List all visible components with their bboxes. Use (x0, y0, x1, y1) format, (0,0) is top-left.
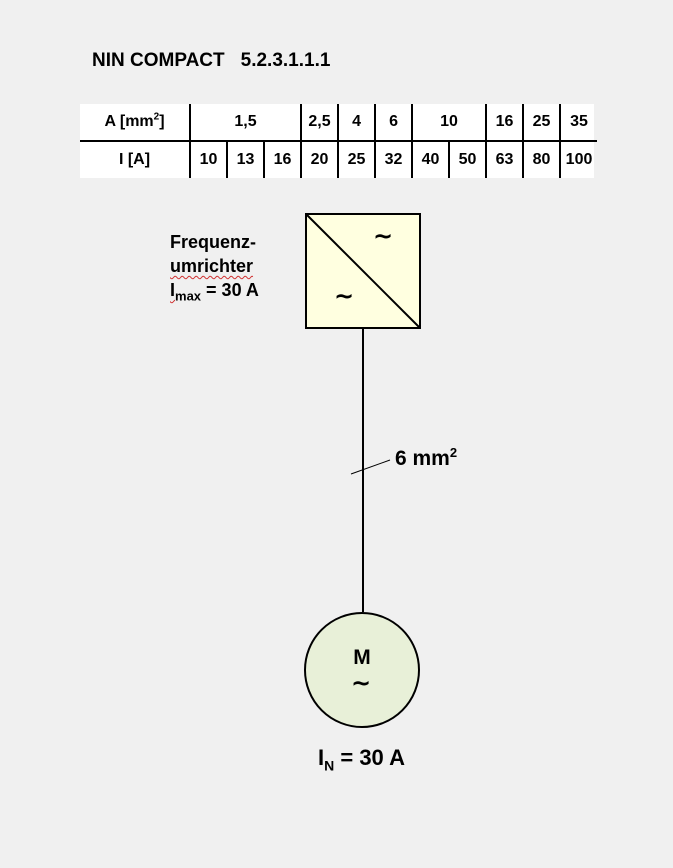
area-cell: 6 (374, 104, 413, 142)
title-text: NIN COMPACT (92, 50, 225, 71)
motor-ac-symbol-icon: ~ (351, 669, 372, 697)
current-cell: 63 (485, 141, 524, 178)
ac-symbol-icon: ~ (373, 222, 394, 250)
current-row: I [A] 10 13 16 20 25 32 40 50 63 80 100 (80, 141, 598, 178)
converter-label: Frequenz- umrichter Imax = 30 A (170, 230, 259, 304)
area-row: A [mm2] 1,5 2,5 4 6 10 16 25 35 (80, 104, 598, 142)
current-cell: 25 (337, 141, 376, 178)
converter-name-line2: umrichter (170, 256, 254, 276)
area-cell: 35 (559, 104, 598, 142)
area-cell: 10 (411, 104, 487, 142)
page-title: NIN COMPACT 5.2.3.1.1.1 (92, 50, 330, 72)
current-cell: 20 (300, 141, 339, 178)
current-cell: 80 (522, 141, 561, 178)
current-cell: 16 (262, 141, 302, 178)
area-cell: 16 (485, 104, 524, 142)
converter-imax: Imax = 30 A (170, 280, 259, 304)
section-number: 5.2.3.1.1.1 (240, 50, 331, 71)
current-cell: 10 (189, 141, 227, 178)
area-cell: 1,5 (188, 104, 302, 142)
motor-rated-current-label: IN = 30 A (318, 745, 405, 774)
motor-letter: M (353, 646, 371, 669)
current-row-header: I [A] (118, 151, 151, 168)
converter-name-line1: Frequenz- (170, 232, 257, 252)
cable-marker (350, 459, 391, 475)
converter-diagonal (305, 213, 421, 329)
current-cell: 100 (559, 141, 598, 178)
current-cell: 32 (374, 141, 413, 178)
current-cell: 40 (411, 141, 450, 178)
area-cell: 25 (522, 104, 561, 142)
area-row-header: A [mm2] (80, 104, 190, 142)
cable-rating-table: A [mm2] 1,5 2,5 4 6 10 16 25 35 I [A] 10… (80, 104, 598, 178)
motor-circle (304, 612, 420, 728)
area-cell: 4 (337, 104, 376, 142)
current-cell: 13 (226, 141, 264, 178)
current-cell: 50 (448, 141, 487, 178)
cable-cross-section-label: 6 mm2 (395, 445, 458, 470)
area-cell: 2,5 (300, 104, 339, 142)
ac-symbol-icon: ~ (334, 282, 355, 310)
